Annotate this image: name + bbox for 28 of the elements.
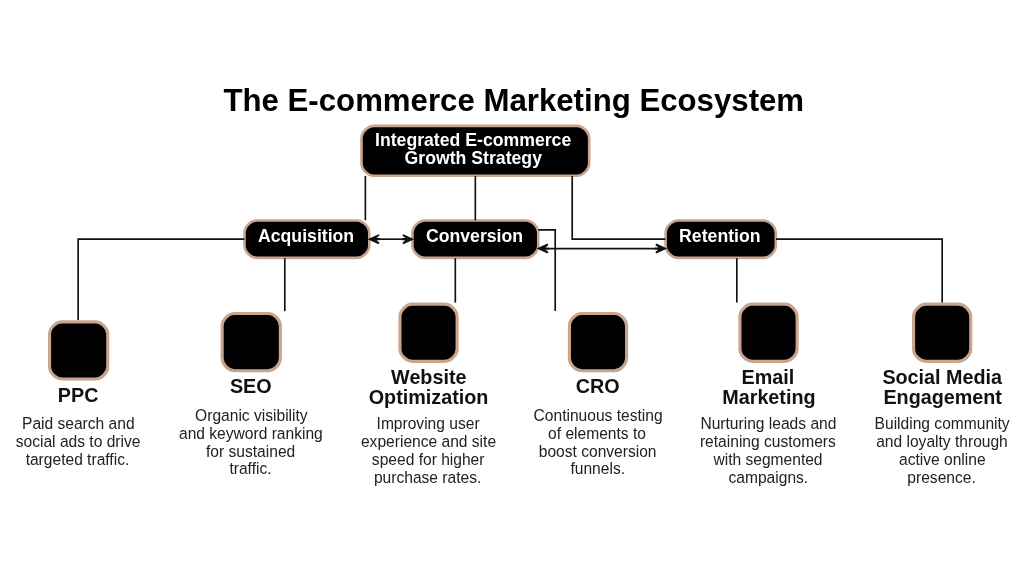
node-box: Integrated E-commerce Growth Strategy (359, 124, 590, 177)
arrow (537, 243, 666, 254)
node-label: Email Marketing (721, 365, 816, 408)
connector (283, 256, 286, 312)
connector (364, 174, 366, 221)
node-box: Conversion (410, 218, 540, 259)
node-label: SEO (229, 374, 272, 397)
connector (774, 237, 943, 303)
connector (474, 174, 476, 221)
node-label: Social Media Engagement (881, 365, 1002, 408)
node-label: Website Optimization (368, 365, 488, 408)
node-label: Nurturing leads and retaining customers with segmented campaigns. (699, 414, 836, 485)
node-box: Acquisition (242, 218, 371, 259)
diagram-title: The E-commerce Marketing Ecosystem (222, 82, 804, 118)
node-label: Organic visibility and keyword ranking for sustained traffic. (178, 406, 323, 477)
node-box: Retention (663, 218, 777, 259)
node-label: Paid search and social ads to drive targeted traffic. (15, 414, 140, 468)
arrow (368, 233, 413, 244)
node-label: CRO (575, 374, 620, 397)
connector (76, 237, 245, 321)
connector (735, 256, 738, 303)
node-label: Building community and loyalty through active online presence. (874, 414, 1010, 485)
node-label: Improving user experience and site speed for higher purchase rates. (360, 414, 496, 485)
node-label: PPC (57, 383, 98, 406)
connector (454, 256, 456, 303)
node-label: Continuous testing of elements to boost conversion funnels. (533, 406, 663, 477)
connector (570, 174, 666, 240)
connector (536, 228, 556, 312)
